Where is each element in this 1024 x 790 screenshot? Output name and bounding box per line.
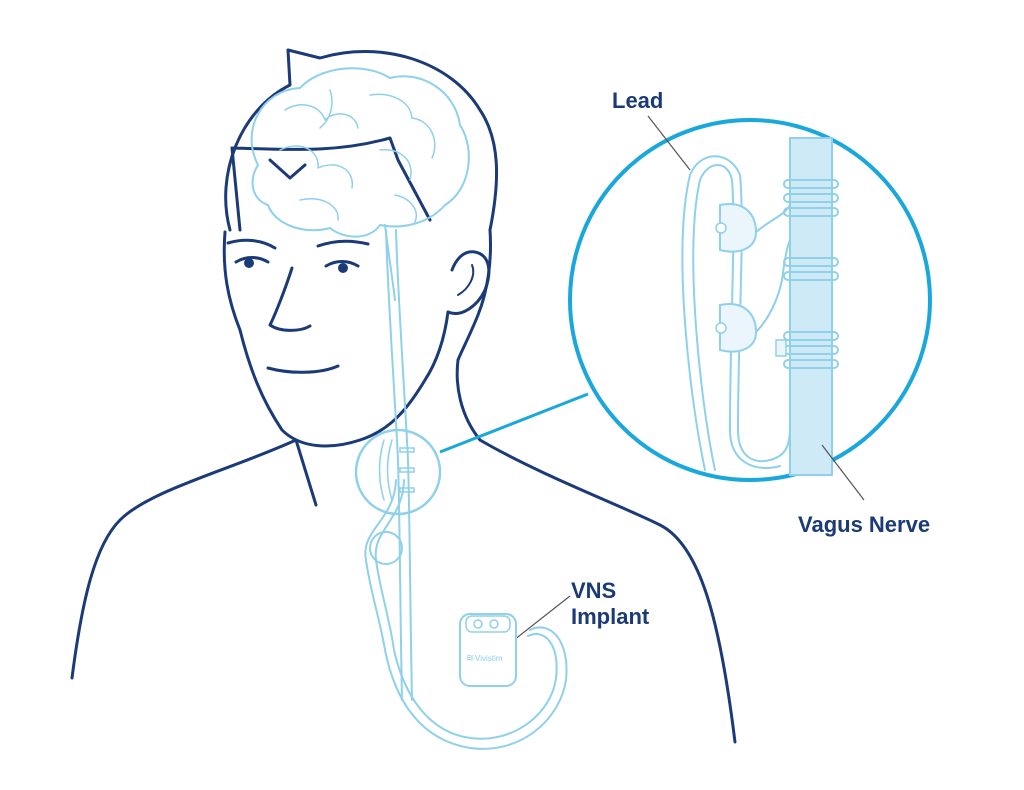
implant-logo-mark: ≋: [466, 653, 474, 664]
vagus-nerve-left: [385, 229, 403, 701]
lead-leader-line: [647, 115, 691, 171]
zoom-electrode-coil-1: [783, 179, 839, 217]
zoom-callout: [568, 118, 932, 482]
left-pupil: [244, 258, 254, 268]
vagus-nerve-right: [395, 229, 413, 701]
zoom-lead-outer: [681, 155, 791, 471]
implant-port-2: [489, 619, 499, 629]
fringe-outline: [230, 146, 307, 232]
hair-outline: [224, 48, 499, 232]
implant-header: [465, 615, 511, 633]
implant-port-1: [473, 619, 483, 629]
nerve-and-lead: [364, 229, 568, 750]
neck-detail-coil-1: [399, 447, 415, 453]
zoom-lead-inner: [692, 164, 781, 471]
back-head-outline: [456, 228, 492, 362]
left-eyebrow: [226, 238, 277, 250]
zoom-vagus-nerve: [789, 137, 833, 476]
brain: [250, 67, 470, 301]
neck-detail-circle: [354, 428, 442, 516]
zoom-callout-ring: [568, 118, 932, 482]
right-pupil: [338, 263, 348, 273]
vns-implant-label-line1: VNS: [571, 578, 617, 603]
zoom-electrode-coil-2: [783, 257, 839, 281]
neck-detail-coil-3: [399, 487, 415, 493]
lead-wire-left: [364, 479, 568, 750]
strain-relief-loop: [369, 531, 403, 565]
neck-detail-ring: [354, 428, 442, 516]
left-eye: [234, 256, 270, 264]
lead-label: Lead: [612, 88, 664, 113]
zoom-anchor-hole-1: [715, 222, 727, 234]
right-eye: [324, 260, 360, 268]
lead-wire-right: [374, 479, 558, 740]
vns-leader-line: [513, 595, 571, 641]
neck-right: [455, 358, 482, 442]
vns-implant-label-line2: Implant: [571, 604, 650, 629]
right-shoulder: [478, 438, 737, 744]
neck-left: [294, 438, 318, 507]
zoom-tether: [775, 339, 787, 357]
left-shoulder: [70, 438, 298, 680]
person-outline: [70, 48, 737, 744]
neck-detail-lead: [378, 439, 393, 501]
zoom-anchor-hole-2: [715, 322, 727, 334]
callout-connector: [439, 392, 589, 454]
ear-inner: [457, 264, 475, 296]
implant-brand-text: Vivistim: [475, 654, 503, 663]
nose: [268, 266, 312, 332]
brain-outline: [250, 67, 470, 238]
right-eyebrow: [316, 239, 370, 248]
vns-implant-device: ≋ Vivistim: [459, 613, 517, 687]
vagus-leader-line: [821, 444, 865, 501]
vagus-nerve-label: Vagus Nerve: [798, 512, 931, 537]
neck-detail-coil-2: [399, 467, 415, 473]
vns-implant-label: VNS Implant: [571, 578, 649, 630]
face-outline: [222, 230, 450, 448]
mouth: [266, 364, 340, 374]
brain-folds: [279, 89, 436, 223]
